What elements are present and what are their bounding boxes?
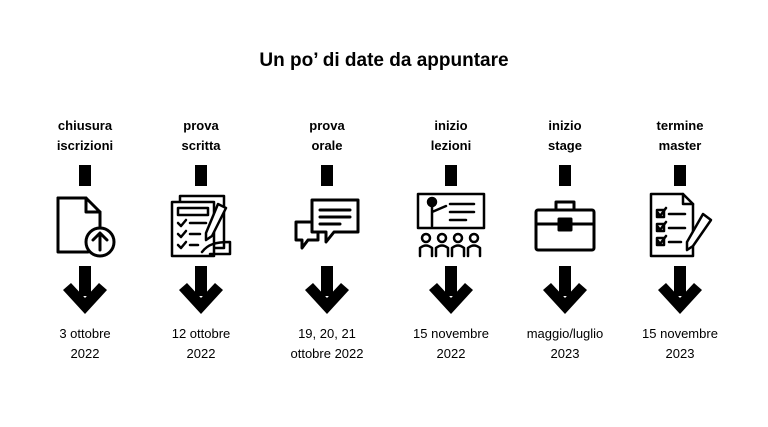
step-label: prova scritta (181, 118, 221, 153)
written-test-icon (166, 190, 236, 260)
down-arrow-icon (177, 266, 225, 316)
timeline-step-inizio-stage: inizio stage maggio/luglio 2023 (505, 0, 625, 427)
step-label: prova orale (309, 118, 345, 153)
classroom-presentation-icon (416, 190, 486, 260)
step-label: inizio stage (548, 118, 582, 153)
step-date: 3 ottobre 2022 (59, 326, 111, 361)
connector-bar (195, 165, 207, 186)
step-label: termine master (656, 118, 704, 153)
timeline-step-prova-scritta: prova scritta 12 ottobre 2022 (141, 0, 261, 427)
step-date: 15 novembre 2022 (413, 326, 489, 361)
step-date: maggio/luglio 2023 (526, 326, 604, 361)
timeline-step-inizio-lezioni: inizio lezioni 15 novembre 2022 (391, 0, 511, 427)
down-arrow-icon (427, 266, 475, 316)
step-label: chiusura iscrizioni (56, 118, 114, 153)
step-date: 19, 20, 21 ottobre 2022 (290, 326, 364, 361)
step-date: 15 novembre 2023 (642, 326, 718, 361)
connector-bar (321, 165, 333, 186)
step-label: inizio lezioni (430, 118, 472, 153)
briefcase-icon (530, 190, 600, 260)
down-arrow-icon (656, 266, 704, 316)
connector-bar (559, 165, 571, 186)
connector-bar (674, 165, 686, 186)
down-arrow-icon (303, 266, 351, 316)
down-arrow-icon (61, 266, 109, 316)
connector-bar (79, 165, 91, 186)
timeline-step-chiusura-iscrizioni: chiusura iscrizioni 3 ottobre 2022 (25, 0, 145, 427)
speech-bubbles-icon (292, 190, 362, 260)
page-title: Un po’ di date da appuntare (259, 50, 509, 71)
step-date: 12 ottobre 2022 (171, 326, 231, 361)
timeline-step-termine-master: termine master 15 novembre 2023 (620, 0, 740, 427)
connector-bar (445, 165, 457, 186)
down-arrow-icon (541, 266, 589, 316)
document-upload-icon (50, 190, 120, 260)
checklist-icon (645, 190, 715, 260)
timeline-step-prova-orale: prova orale 19, 20, 21 ottobre 2022 (267, 0, 387, 427)
